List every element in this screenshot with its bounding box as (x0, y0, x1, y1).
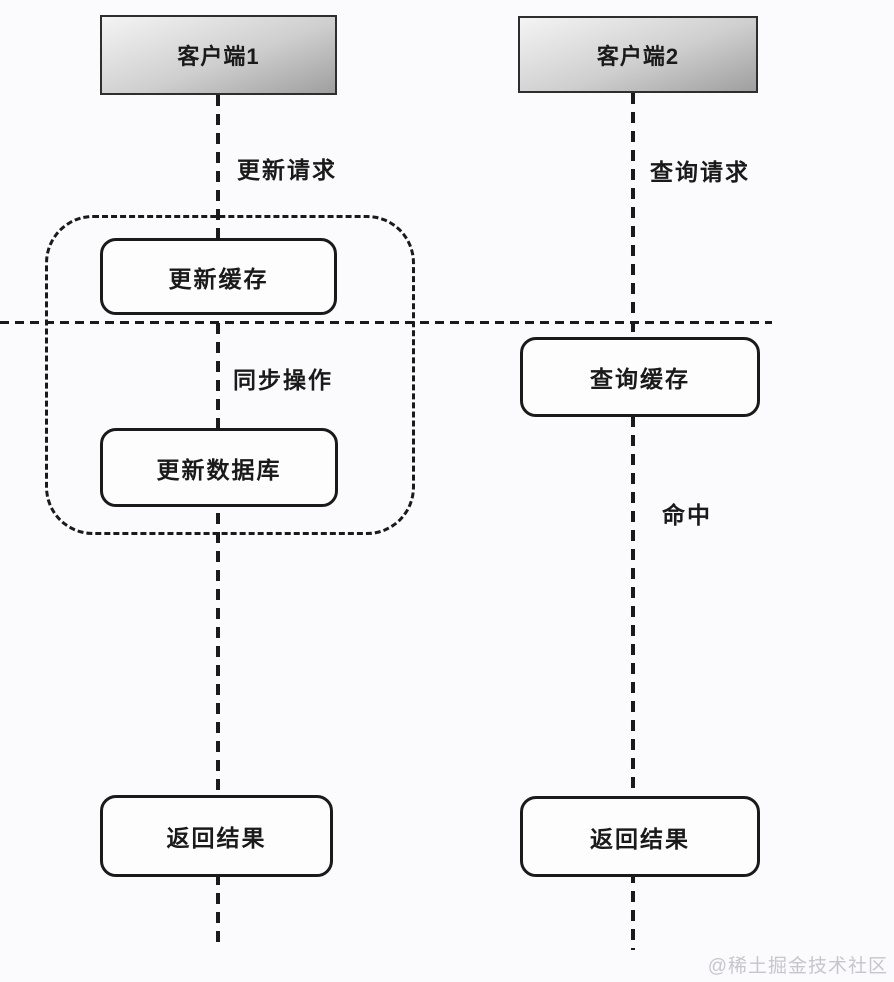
update-database-node: 更新数据库 (100, 428, 338, 507)
return-result-right-node: 返回结果 (520, 796, 760, 877)
update-cache-node: 更新缓存 (100, 238, 337, 315)
community-watermark: @稀土掘金技术社区 (707, 956, 888, 977)
client2-header-label: 客户端2 (596, 43, 680, 69)
update-cache-node-label: 更新缓存 (168, 265, 269, 292)
sync-operation-label: 同步操作 (233, 367, 333, 393)
return-result-right-label: 返回结果 (590, 825, 690, 852)
sync-divider-line (0, 321, 772, 324)
lifeline-client1 (216, 95, 220, 950)
query-request-label: 查询请求 (650, 159, 750, 185)
query-cache-node-label: 查询缓存 (590, 366, 690, 392)
return-result-left-node: 返回结果 (100, 795, 333, 877)
query-cache-node: 查询缓存 (520, 337, 760, 417)
client1-header-label: 客户端1 (177, 44, 260, 69)
update-database-node-label: 更新数据库 (156, 456, 282, 483)
client1-header: 客户端1 (100, 15, 337, 95)
sync-operation-group-outline (45, 215, 415, 535)
client2-header: 客户端2 (518, 16, 758, 93)
return-result-left-label: 返回结果 (166, 825, 267, 851)
lifeline-client2 (631, 93, 635, 950)
cache-hit-label: 命中 (662, 502, 712, 528)
update-request-label: 更新请求 (237, 157, 337, 183)
